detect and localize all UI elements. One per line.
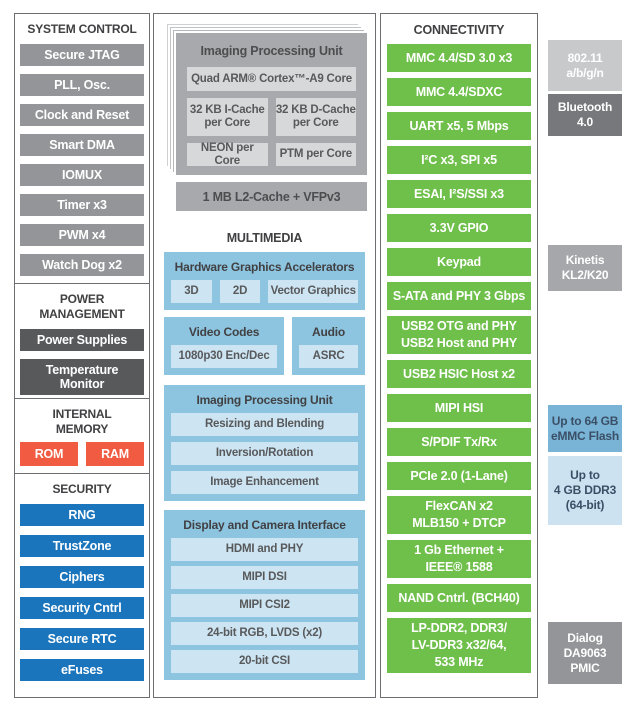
display-block: 20-bit CSI — [171, 650, 358, 673]
left-panel: SYSTEM CONTROL Secure JTAG PLL, Osc. Clock… — [14, 13, 150, 698]
video-items: 1080p30 Enc/Dec — [171, 345, 278, 368]
graphics-block: 3D — [171, 280, 212, 303]
cpu-coprocessor-block: NEON per Core — [187, 142, 268, 167]
section-power-management: POWER MANAGEMENT Power Supplies Temperat… — [15, 283, 149, 398]
section-title: INTERNAL MEMORY — [52, 407, 112, 436]
card-title: Imaging Processing Unit — [196, 393, 333, 407]
power-management-buttons: Power Supplies Temperature Monitor — [20, 329, 144, 395]
graphics-accelerators-card: Hardware Graphics Accelerators 3D 2D Vecto… — [164, 252, 365, 310]
graphics-accelerator-row: 3D 2D Vector Graphics — [171, 280, 359, 303]
connectivity-block: 3.3V GPIO — [387, 214, 531, 242]
multimedia-title: MULTIMEDIA — [226, 231, 303, 245]
imaging-block: Inversion/Rotation — [171, 442, 358, 465]
security-block: TrustZone — [20, 535, 144, 557]
audio-card: Audio ASRC — [292, 317, 365, 375]
cpu-coprocessor-block: PTM per Core — [275, 143, 356, 166]
internal-memory-buttons: ROM RAM — [20, 442, 144, 466]
cpu-core-block: Quad ARM® Cortex™-A9 Core — [187, 67, 356, 91]
section-title: SECURITY — [52, 482, 112, 496]
audio-items: ASRC — [299, 345, 358, 368]
system-control-block: Timer x3 — [20, 194, 144, 216]
middle-content: Imaging Processing Unit Quad ARM® Cortex… — [154, 14, 375, 680]
cpu-cache-block: 32 KB I-Cache per Core — [187, 98, 268, 136]
connectivity-block: FlexCAN x2 MLB150 + DTCP — [387, 496, 531, 534]
section-title: POWER MANAGEMENT — [39, 292, 125, 321]
connectivity-block: MIPI HSI — [387, 394, 531, 422]
section-title: SYSTEM CONTROL — [27, 22, 137, 36]
display-block: MIPI CSI2 — [171, 594, 358, 617]
card-title: Hardware Graphics Accelerators — [174, 260, 355, 274]
connectivity-title: CONNECTIVITY — [413, 23, 505, 37]
system-control-block: PWM x4 — [20, 224, 144, 246]
system-control-block: Clock and Reset — [20, 104, 144, 126]
connectivity-block: S/PDIF Tx/Rx — [387, 428, 531, 456]
display-block: MIPI DSI — [171, 566, 358, 589]
wifi-module-block: 802.11 a/b/g/n — [548, 40, 622, 91]
connectivity-block: MMC 4.4/SD 3.0 x3 — [387, 44, 531, 72]
security-block: Ciphers — [20, 566, 144, 588]
system-control-block: Watch Dog x2 — [20, 254, 144, 276]
power-block: Power Supplies — [20, 329, 144, 351]
connectivity-block: NAND Cntrl. (BCH40) — [387, 584, 531, 612]
card-title: Audio — [312, 325, 346, 339]
memory-block: RAM — [86, 442, 144, 466]
connectivity-block: PCIe 2.0 (1-Lane) — [387, 462, 531, 490]
audio-block: ASRC — [299, 345, 358, 368]
power-block: Temperature Monitor — [20, 359, 144, 395]
card-title: Video Codes — [188, 325, 260, 339]
system-control-block: Smart DMA — [20, 134, 144, 156]
connectivity-block: LP-DDR2, DDR3/ LV-DDR3 x32/64, 533 MHz — [387, 618, 531, 673]
section-internal-memory: INTERNAL MEMORY ROM RAM — [15, 398, 149, 473]
system-control-block: PLL, Osc. — [20, 74, 144, 96]
display-block: HDMI and PHY — [171, 538, 358, 561]
video-audio-row: Video Codes 1080p30 Enc/Dec Audio ASRC — [164, 317, 365, 375]
cpu-card-title: Imaging Processing Unit — [200, 44, 343, 58]
connectivity-block: USB2 HSIC Host x2 — [387, 360, 531, 388]
bluetooth-module-block: Bluetooth 4.0 — [548, 94, 622, 136]
cpu-cache-block: 32 KB D-Cache per Core — [275, 98, 356, 136]
connectivity-block: MMC 4.4/SDXC — [387, 78, 531, 106]
security-block: RNG — [20, 504, 144, 526]
security-block: eFuses — [20, 659, 144, 681]
imaging-block: Resizing and Blending — [171, 413, 358, 436]
pmic-block: Dialog DA9063 PMIC — [548, 622, 622, 684]
video-block: 1080p30 Enc/Dec — [171, 345, 278, 368]
graphics-block: 2D — [219, 280, 261, 303]
l2-cache-bar: 1 MB L2-Cache + VFPv3 — [176, 182, 367, 211]
connectivity-block: I²C x3, SPI x5 — [387, 146, 531, 174]
system-control-block: IOMUX — [20, 164, 144, 186]
connectivity-block: Keypad — [387, 248, 531, 276]
connectivity-block: UART x5, 5 Mbps — [387, 112, 531, 140]
middle-panel: Imaging Processing Unit Quad ARM® Cortex… — [153, 13, 376, 698]
cpu-coprocessor-row: NEON per Core PTM per Core — [187, 142, 356, 167]
ddr3-memory-block: Up to 4 GB DDR3 (64-bit) — [548, 456, 622, 525]
security-block: Secure RTC — [20, 628, 144, 650]
card-title: Display and Camera Interface — [183, 518, 346, 532]
imaging-block: Image Enhancement — [171, 471, 358, 494]
memory-block: ROM — [20, 442, 78, 466]
display-block: 24-bit RGB, LVDS (x2) — [171, 622, 358, 645]
connectivity-block: ESAI, I²S/SSI x3 — [387, 180, 531, 208]
cpu-complex-card: Imaging Processing Unit Quad ARM® Cortex… — [176, 33, 367, 175]
display-camera-card: Display and Camera Interface HDMI and PH… — [164, 510, 365, 680]
display-items: HDMI and PHY MIPI DSI MIPI CSI2 24-bit RGB,… — [171, 538, 358, 673]
section-system-control: SYSTEM CONTROL Secure JTAG PLL, Osc. Clock… — [15, 14, 149, 283]
security-block: Security Cntrl — [20, 597, 144, 619]
connectivity-block: 1 Gb Ethernet + IEEE® 1588 — [387, 540, 531, 578]
connectivity-buttons: MMC 4.4/SD 3.0 x3 MMC 4.4/SDXC UART x5, 5 … — [381, 44, 537, 673]
system-control-block: Secure JTAG — [20, 44, 144, 66]
video-codecs-card: Video Codes 1080p30 Enc/Dec — [164, 317, 285, 375]
graphics-block: Vector Graphics — [268, 280, 359, 303]
emmc-flash-block: Up to 64 GB eMMC Flash — [548, 405, 622, 452]
connectivity-block: S-ATA and PHY 3 Gbps — [387, 282, 531, 310]
connectivity-block: USB2 OTG and PHY USB2 Host and PHY — [387, 316, 531, 354]
kinetis-mcu-block: Kinetis KL2/K20 — [548, 245, 622, 291]
imaging-processing-card: Imaging Processing Unit Resizing and Ble… — [164, 385, 365, 501]
